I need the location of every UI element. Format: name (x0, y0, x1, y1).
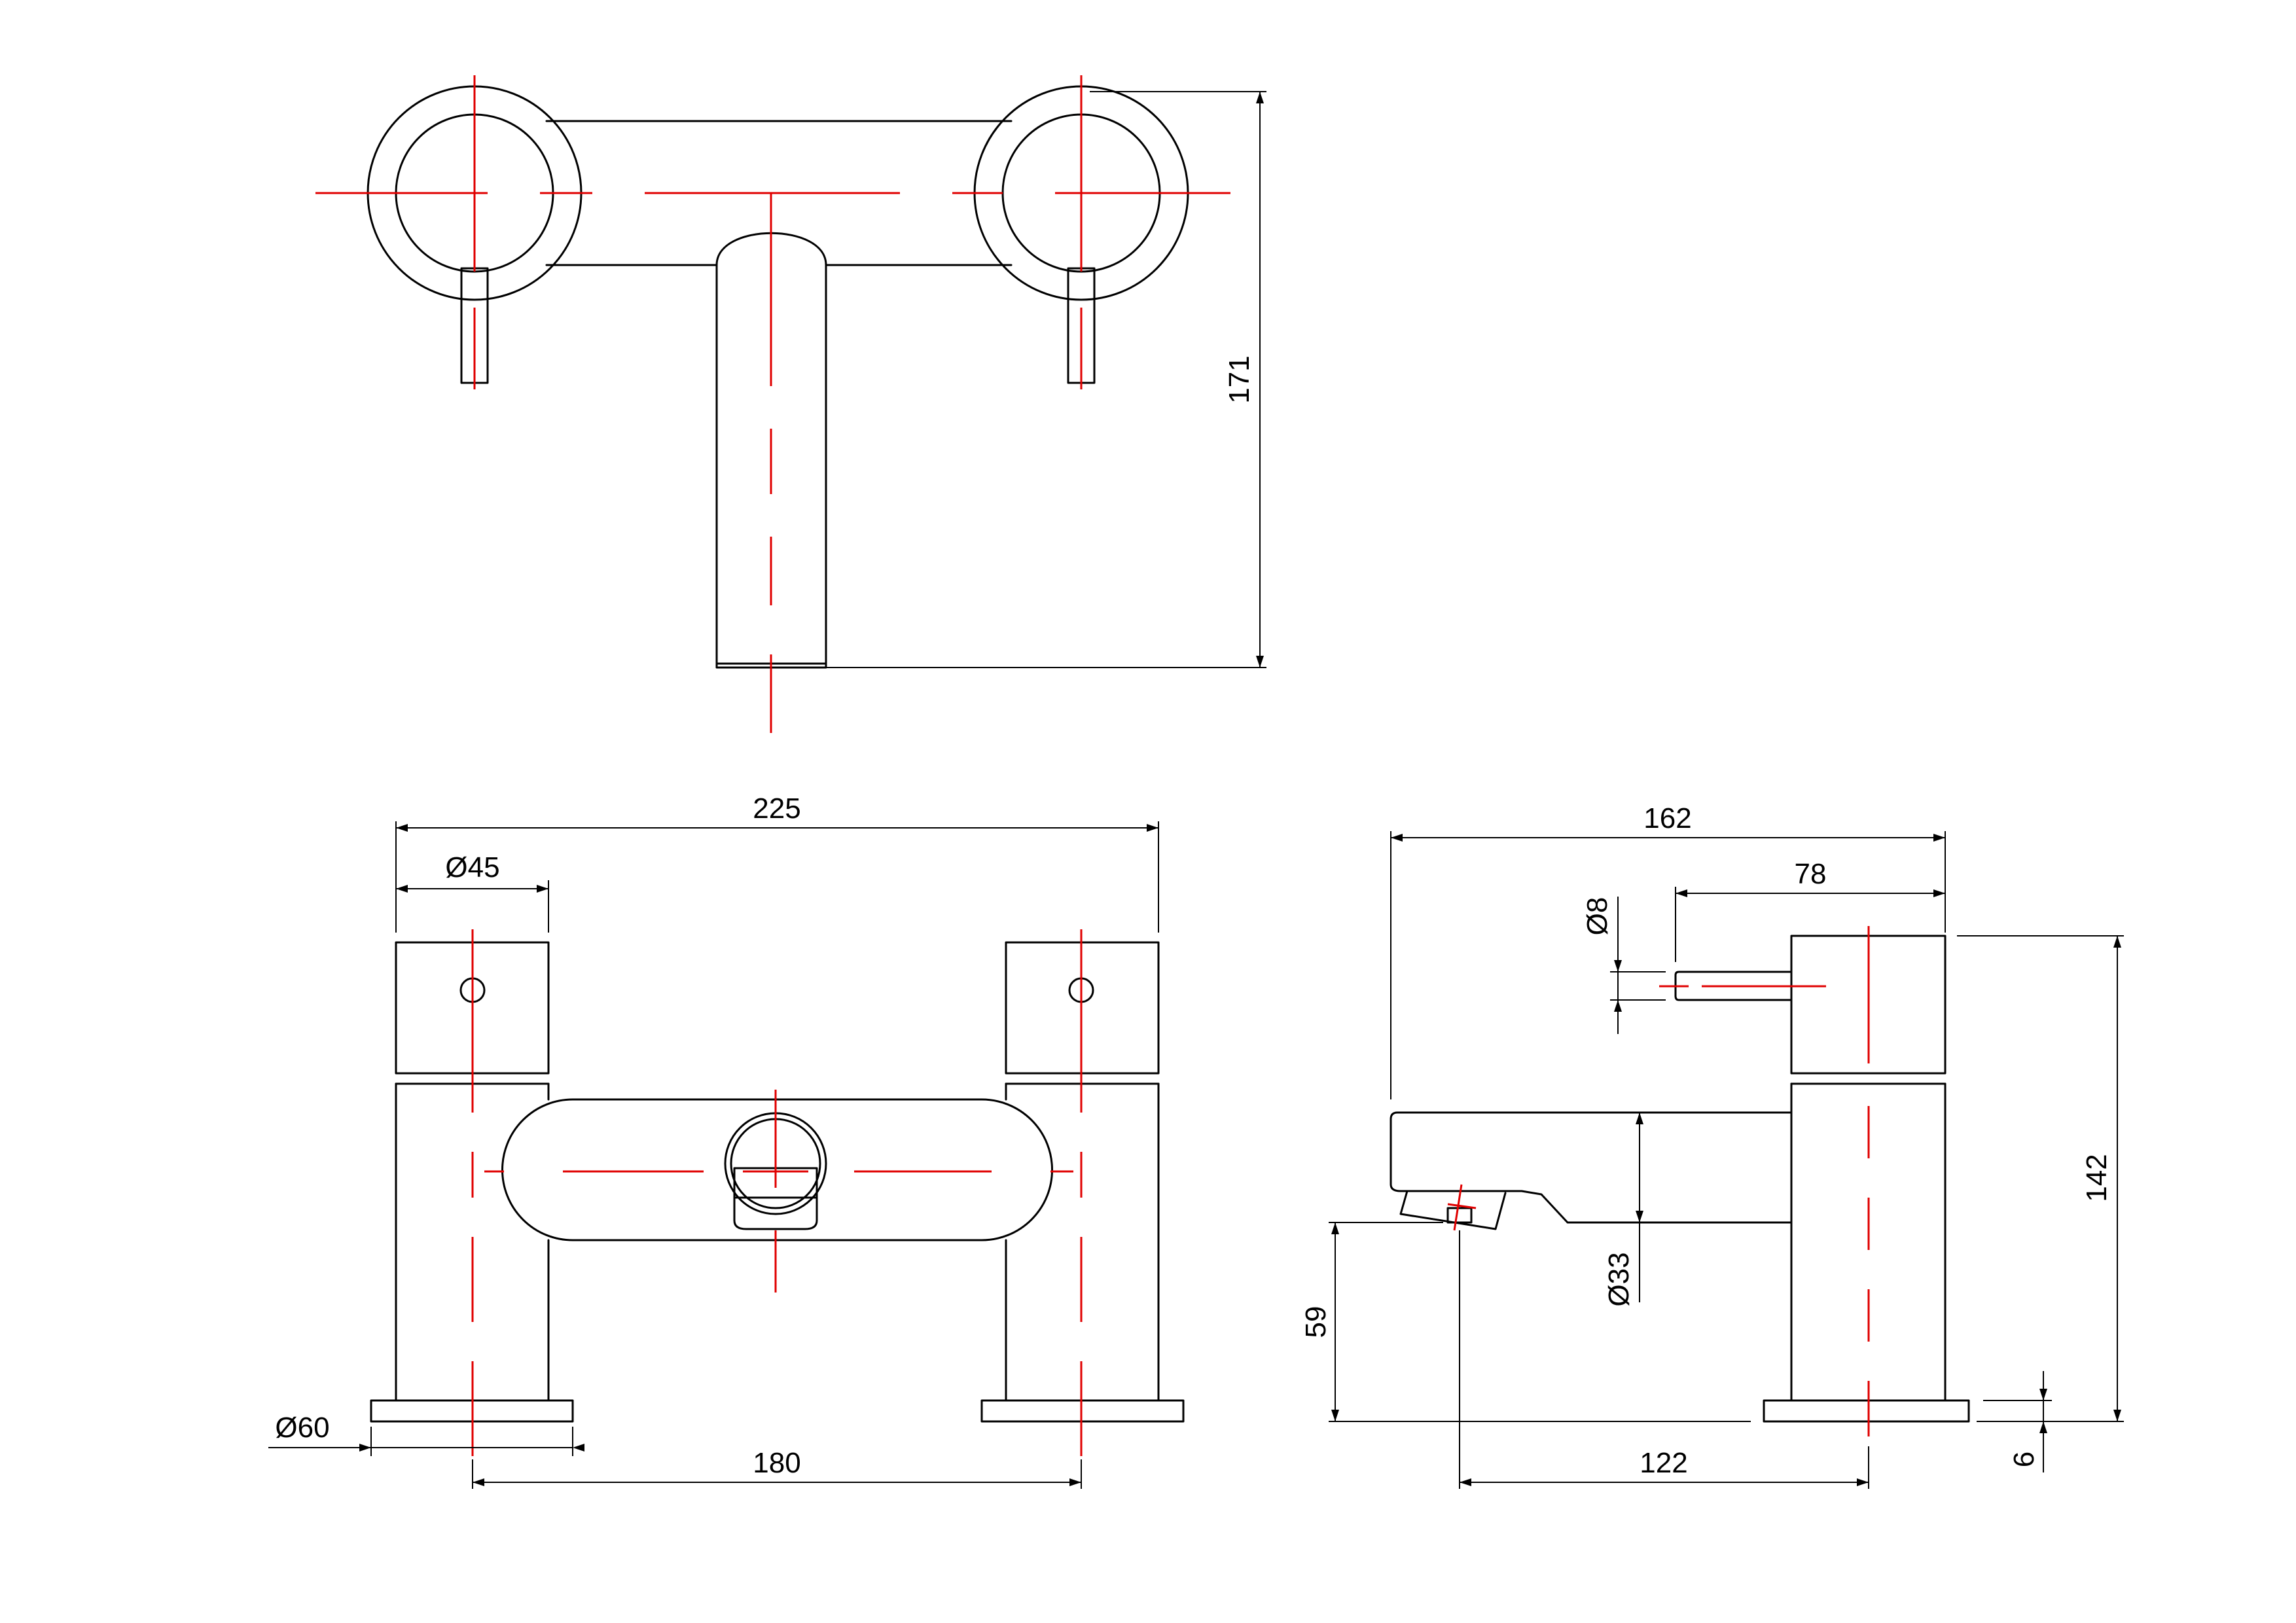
front-view-centerlines (471, 929, 1083, 1456)
side-view-spout-dim-lines (1623, 1112, 1649, 1302)
front-view-left-pillar (395, 1082, 550, 1402)
side-view-centerlines (1447, 926, 1870, 1436)
front-view-body (501, 1098, 1053, 1241)
side-view-pillar (1790, 1082, 1946, 1402)
front-view-base-dim-lines (268, 1427, 573, 1456)
front-view-width-dim-lines (395, 821, 1159, 933)
side-view-depth-label: 162 (1643, 802, 1691, 834)
side-view-base (1763, 1399, 1970, 1423)
front-view-width-label: 225 (753, 793, 800, 825)
side-view-lever-offset-dim-lines (1675, 887, 1946, 962)
side-view-height-label: 142 (2081, 1154, 2113, 1202)
side-view-reach-dim-lines (1459, 1230, 1869, 1489)
side-view-lever-offset-label: 78 (1795, 858, 1827, 890)
side-view-spout (1390, 1111, 1793, 1224)
side-view-aerator-tip (1446, 1207, 1473, 1224)
top-view-centerlines (315, 75, 1230, 733)
front-view-centres-label: 180 (753, 1447, 800, 1479)
front-view: 225 Ø45 Ø60 180 (268, 793, 1185, 1489)
side-view: 162 78 Ø8 Ø33 59 142 6 122 (1300, 802, 2124, 1489)
front-view-centres-dim-lines (472, 1459, 1082, 1489)
top-view-height-label: 171 (1223, 355, 1255, 403)
front-view-handle-diameter-label: Ø45 (445, 851, 499, 883)
side-view-reach-label: 122 (1640, 1447, 1687, 1479)
front-view-base-diameter-label: Ø60 (275, 1412, 329, 1444)
top-view-body-bar (545, 120, 1013, 266)
front-view-spout-nozzle (733, 1167, 818, 1230)
side-view-spout-height-label: 59 (1300, 1306, 1332, 1338)
front-view-right-pillar (1005, 1082, 1160, 1402)
top-view: 171 (315, 75, 1266, 733)
side-view-lever-diameter-label: Ø8 (1581, 897, 1613, 936)
side-view-handle (1790, 935, 1946, 1085)
front-view-handle-dim-lines (395, 880, 549, 933)
top-view-height-dim-lines (826, 91, 1266, 668)
side-view-spout-diameter-label: Ø33 (1603, 1252, 1635, 1306)
side-view-spout-height-dim-lines (1329, 1222, 1751, 1422)
front-view-right-base (980, 1399, 1185, 1423)
side-view-depth-dim-lines (1390, 831, 1946, 1099)
side-view-base-thickness-label: 6 (2008, 1452, 2040, 1467)
